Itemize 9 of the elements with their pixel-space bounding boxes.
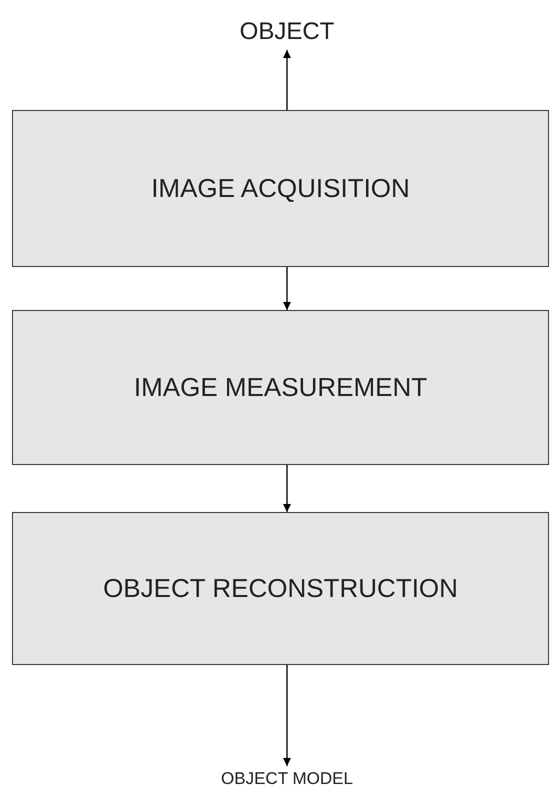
node-label: OBJECT bbox=[217, 14, 357, 50]
arrow bbox=[283, 465, 291, 512]
process-box: IMAGE ACQUISITION bbox=[12, 110, 549, 267]
process-box: OBJECT RECONSTRUCTION bbox=[12, 512, 549, 665]
arrow bbox=[283, 665, 291, 766]
arrow bbox=[283, 50, 291, 110]
process-box: IMAGE MEASUREMENT bbox=[12, 310, 549, 465]
node-label: OBJECT MODEL bbox=[197, 766, 377, 792]
arrow bbox=[283, 267, 291, 310]
